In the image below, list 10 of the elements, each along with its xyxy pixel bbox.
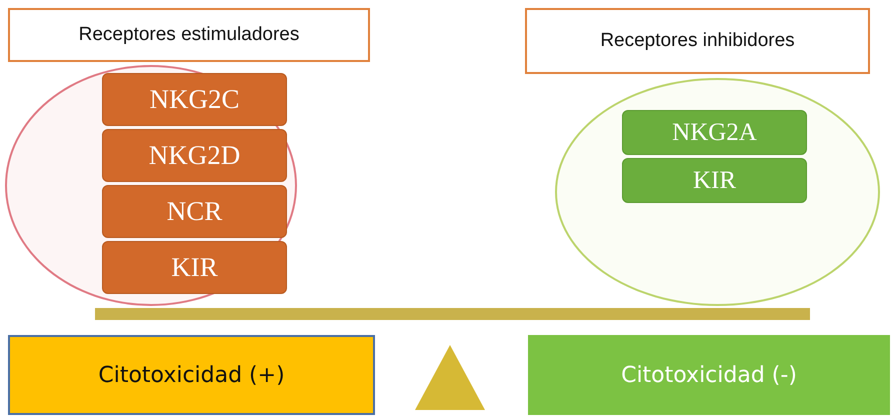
- receptor-block: NKG2C: [102, 73, 287, 126]
- receptor-block: NKG2A: [622, 110, 807, 155]
- heading-label: Receptores estimuladores: [8, 8, 370, 62]
- outcome-label: Citotoxicidad (+): [8, 335, 375, 415]
- receptor-block: NKG2D: [102, 129, 287, 182]
- receptor-block: KIR: [102, 241, 287, 294]
- receptor-block: KIR: [622, 158, 807, 203]
- heading-label: Receptores inhibidores: [525, 8, 870, 74]
- receptor-block: NCR: [102, 185, 287, 238]
- outcome-label: Citotoxicidad (-): [528, 335, 890, 415]
